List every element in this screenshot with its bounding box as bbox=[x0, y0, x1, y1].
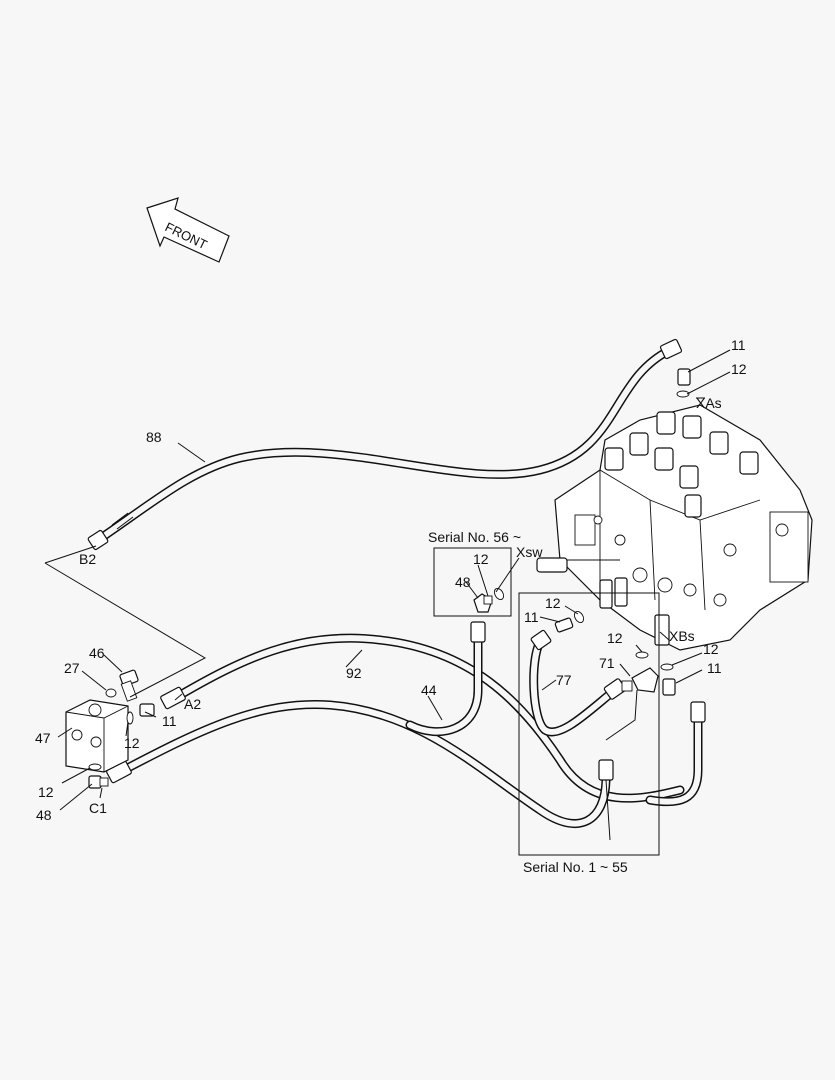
bolt-46 bbox=[119, 669, 139, 702]
hose-77 bbox=[529, 629, 627, 737]
label-47: 47 bbox=[35, 730, 51, 746]
port-C1: C1 bbox=[89, 800, 107, 816]
port-XBs: XBs bbox=[669, 628, 695, 644]
label-serial-1-55: Serial No. 1 ~ 55 bbox=[523, 859, 628, 875]
label-12-bottom: 12 bbox=[38, 784, 54, 800]
tee-71 bbox=[621, 667, 659, 693]
fitting-11-top bbox=[677, 368, 691, 386]
label-11-right: 11 bbox=[707, 660, 722, 676]
label-77: 77 bbox=[556, 672, 572, 688]
valve-ports bbox=[593, 515, 789, 607]
oring-12-mid bbox=[573, 610, 585, 624]
port-XAs: XAs bbox=[696, 395, 722, 411]
port-B2: B2 bbox=[79, 551, 96, 567]
washer-27 bbox=[105, 688, 117, 698]
label-11-left: 11 bbox=[162, 713, 177, 729]
oring-12-left bbox=[126, 711, 134, 725]
valve-spools bbox=[599, 411, 759, 646]
leader-lines bbox=[44, 349, 731, 841]
label-serial-56: Serial No. 56 ~ bbox=[428, 529, 521, 545]
hose-88 bbox=[87, 338, 683, 551]
fitting-11-right bbox=[662, 678, 676, 696]
label-71: 71 bbox=[599, 655, 615, 671]
port-A2: A2 bbox=[184, 696, 201, 712]
front-arrow: FRONT bbox=[146, 197, 230, 263]
label-12-right1: 12 bbox=[607, 630, 623, 646]
label-12-right2: 12 bbox=[703, 641, 719, 657]
label-12-top: 12 bbox=[731, 361, 747, 377]
elbow-48-bottom bbox=[88, 775, 109, 789]
oring-12-right2 bbox=[660, 663, 674, 671]
label-92: 92 bbox=[346, 665, 362, 681]
oring-12-right1 bbox=[635, 651, 649, 659]
label-48-box: 48 bbox=[455, 574, 471, 590]
control-valve bbox=[536, 404, 813, 651]
label-11-top: 11 bbox=[731, 337, 746, 353]
label-12-mid: 12 bbox=[545, 595, 561, 611]
fitting-11-mid bbox=[554, 617, 574, 633]
port-Xsw: Xsw bbox=[516, 544, 543, 560]
fitting-11-left bbox=[139, 703, 155, 717]
label-27: 27 bbox=[64, 660, 80, 676]
oring-12-top bbox=[676, 390, 690, 398]
hose-upper-loop bbox=[405, 621, 486, 737]
hose-right-loop bbox=[645, 701, 706, 807]
label-88: 88 bbox=[146, 429, 162, 445]
label-12-left: 12 bbox=[124, 735, 140, 751]
box-serial-56 bbox=[433, 547, 512, 617]
label-44: 44 bbox=[421, 682, 437, 698]
label-12-box: 12 bbox=[473, 551, 489, 567]
box-serial-1-55 bbox=[518, 592, 660, 856]
label-48-bottom: 48 bbox=[36, 807, 52, 823]
label-46: 46 bbox=[89, 645, 105, 661]
oring-12-bottom bbox=[88, 763, 102, 771]
label-11-mid: 11 bbox=[524, 609, 539, 625]
block-47 bbox=[65, 699, 129, 773]
